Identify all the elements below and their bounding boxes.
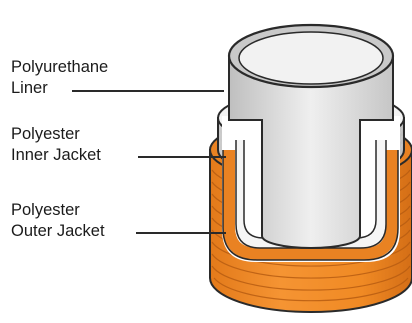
label-liner: Polyurethane Liner xyxy=(11,57,108,99)
label-liner-line2: Liner xyxy=(11,78,108,99)
label-inner-jacket-line1: Polyester xyxy=(11,124,101,145)
leader-line-inner-jacket xyxy=(138,156,226,158)
label-inner-jacket: Polyester Inner Jacket xyxy=(11,124,101,166)
label-outer-jacket-line1: Polyester xyxy=(11,200,105,221)
label-inner-jacket-line2: Inner Jacket xyxy=(11,145,101,166)
leader-line-outer-jacket xyxy=(136,232,226,234)
label-outer-jacket-line2: Outer Jacket xyxy=(11,221,105,242)
label-outer-jacket: Polyester Outer Jacket xyxy=(11,200,105,242)
leader-line-liner xyxy=(72,90,224,92)
label-liner-line1: Polyurethane xyxy=(11,57,108,78)
liner-bore xyxy=(239,32,383,84)
